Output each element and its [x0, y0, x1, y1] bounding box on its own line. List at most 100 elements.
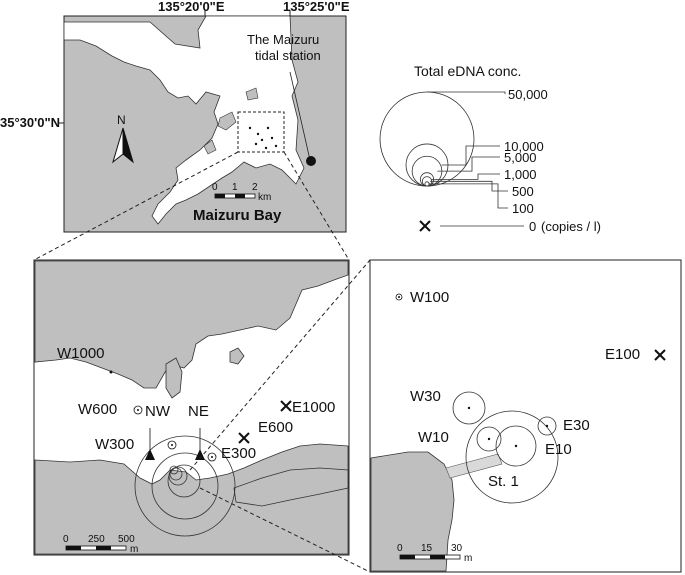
concentration-legend: Total eDNA conc. 50,000 10,000 5,000 1,0… [379, 63, 601, 234]
label-e600: E600 [258, 419, 293, 436]
middle-edna-circle-2 [167, 464, 201, 498]
study-area-box [237, 111, 285, 153]
middle-scale-0: 0 [63, 534, 69, 545]
legend-zero-cross-icon [419, 220, 431, 232]
station-dot-3 [514, 444, 518, 448]
right-map: W100 E100 W30 E30 W10 E10 St. 1 0 15 30 … [369, 259, 682, 573]
middle-edna-circle-5 [169, 465, 179, 475]
tidal-station-leader [289, 71, 311, 161]
legend-label-5000: 5,000 [504, 150, 537, 165]
middle-edna-circle-1 [151, 452, 219, 520]
label-nw: NW [145, 403, 171, 420]
pier [445, 453, 503, 479]
legend-leader-3 [431, 173, 500, 180]
label-w10: W10 [418, 429, 449, 446]
middle-island-2 [229, 347, 245, 365]
middle-scale-250: 250 [88, 534, 105, 545]
station-w600-marker [133, 405, 143, 415]
legend-title: Total eDNA conc. [414, 63, 521, 79]
zoom-connector-lines [33, 151, 371, 573]
label-w300: W300 [95, 436, 134, 453]
edna-circle-e10 [495, 425, 537, 467]
overview-scale-0: 0 [212, 182, 218, 193]
legend-circle-500 [421, 176, 433, 187]
station-e100-cross-icon [654, 349, 666, 361]
legend-leader-1 [441, 145, 500, 166]
ne-triangle-icon [195, 428, 205, 460]
label-w30: W30 [410, 388, 441, 405]
edna-circle-w30 [452, 391, 486, 425]
middle-scale-unit: m [130, 544, 138, 555]
label-e30: E30 [563, 417, 590, 434]
label-w100: W100 [410, 289, 449, 306]
middle-land-north [34, 260, 349, 389]
legend-label-50000: 50,000 [508, 87, 548, 102]
middle-land-south-2 [233, 467, 349, 507]
legend-label-100: 100 [512, 201, 534, 216]
overview-water [63, 15, 305, 225]
station-e600-cross-icon [238, 432, 250, 444]
middle-edna-circle-0 [134, 435, 236, 537]
station-dot-0 [467, 406, 471, 410]
label-e1000: E1000 [292, 399, 335, 416]
overview-island-1 [217, 111, 237, 131]
overview-island-3 [245, 87, 259, 101]
station-e300-marker [207, 452, 217, 462]
overview-sampling-dots [248, 126, 278, 150]
tidal-station-label-1: The Maizuru [247, 32, 319, 47]
legend-leader-2 [437, 156, 500, 172]
overview-island-2 [203, 139, 217, 155]
middle-map: W1000 W600 W300 NW NE E1000 E600 E300 0 … [33, 259, 350, 556]
right-edna-circles [452, 391, 559, 504]
station-w1000-dot [109, 370, 113, 374]
label-ne: NE [188, 403, 209, 420]
middle-scale-bar: 0 250 500 m [63, 534, 138, 555]
label-w600: W600 [78, 401, 117, 418]
legend-circle-100 [424, 181, 430, 187]
longitude-1: 135°20'0"E [158, 0, 225, 14]
latitude-1: 35°30'0"N [0, 115, 60, 130]
overview-scale-1: 1 [232, 182, 238, 193]
label-w1000: W1000 [57, 345, 105, 362]
tidal-station-marker [306, 156, 316, 166]
legend-leader-0 [427, 91, 506, 94]
overview-scale-unit: km [258, 192, 271, 203]
middle-land-south [34, 443, 349, 555]
legend-label-0: 0 [529, 219, 536, 234]
overview-scale-2: 2 [252, 182, 258, 193]
right-land [370, 451, 455, 572]
legend-label-10000: 10,000 [504, 139, 544, 154]
bay-label: Maizuru Bay [193, 207, 282, 224]
edna-circle-st1 [465, 410, 559, 504]
middle-edna-circle-4 [169, 467, 183, 481]
station-e1000-cross-icon [280, 400, 292, 412]
station-w100-marker [395, 293, 403, 301]
label-st1: St. 1 [488, 473, 519, 490]
middle-edna-circle-3 [168, 466, 188, 486]
longitude-2: 135°25'0"E [283, 0, 350, 14]
north-arrow-icon: N [112, 113, 134, 164]
legend-circle-50000 [379, 91, 475, 187]
label-e10: E10 [545, 441, 572, 458]
label-e300: E300 [221, 445, 256, 462]
station-dot-2 [487, 437, 491, 441]
legend-leader-5 [428, 183, 508, 209]
edna-circle-e30 [537, 416, 557, 436]
right-scale-bar: 0 15 30 m [397, 543, 472, 564]
middle-island-1 [165, 357, 183, 399]
middle-edna-circles [134, 435, 236, 537]
right-scale-15: 15 [421, 543, 433, 554]
label-e100: E100 [605, 346, 640, 363]
station-dot-1 [545, 424, 549, 428]
tidal-station-label-2: tidal station [255, 48, 321, 63]
middle-scale-500: 500 [118, 534, 135, 545]
edna-circle-w10 [476, 426, 502, 452]
north-label: N [117, 113, 126, 127]
nw-triangle-icon [145, 428, 155, 460]
legend-leader-4 [430, 180, 508, 192]
right-scale-0: 0 [397, 543, 403, 554]
right-scale-unit: m [464, 553, 472, 564]
right-scale-30: 30 [451, 543, 463, 554]
